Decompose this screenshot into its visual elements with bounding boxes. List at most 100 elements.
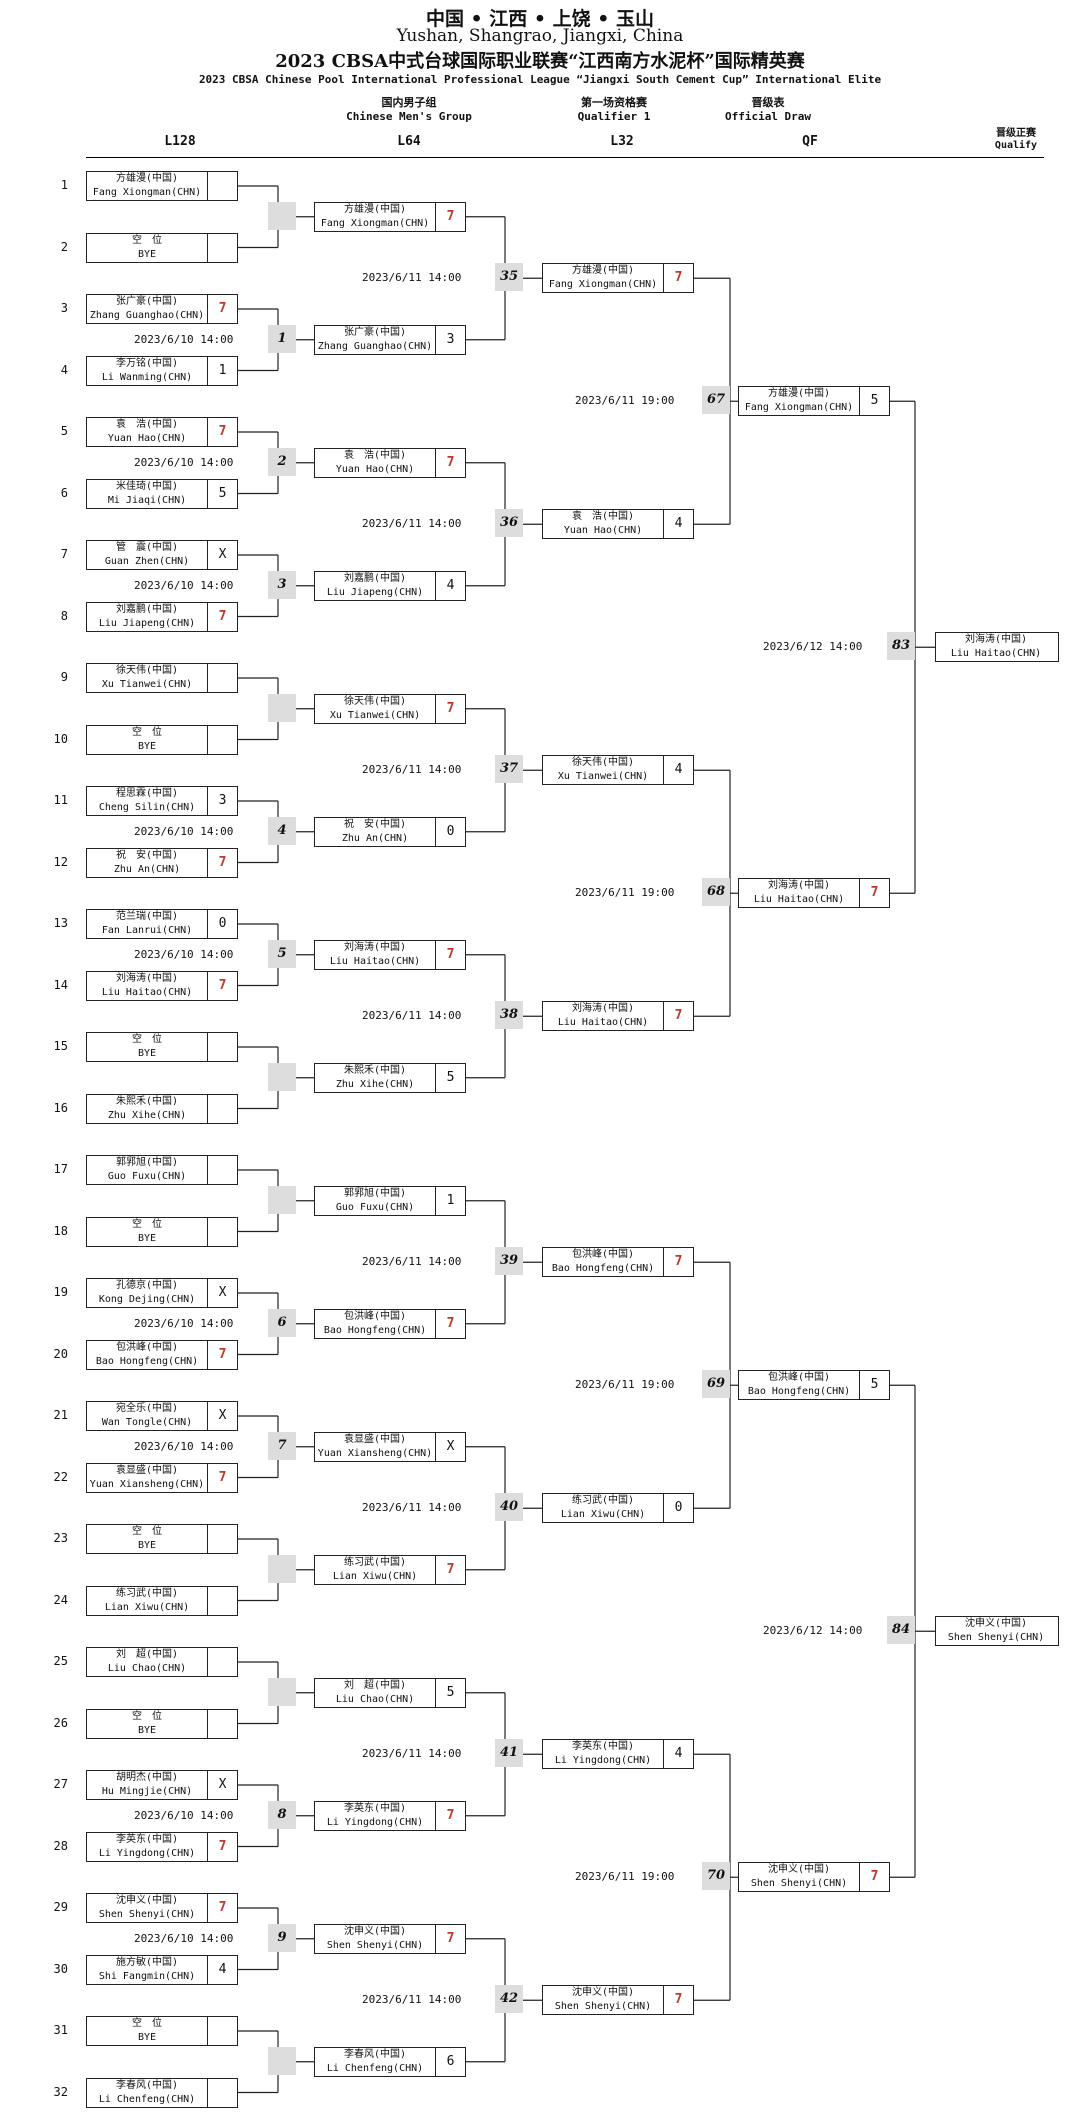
player-box[interactable]: 沈申义(中国)Shen Shenyi(CHN)7 — [314, 1923, 466, 1954]
player-box[interactable]: 祝 安(中国)Zhu An(CHN)0 — [314, 816, 466, 847]
player-name-cn: 方雄漫(中国) — [767, 388, 831, 400]
player-name-cn: 练习武(中国) — [571, 1495, 635, 1507]
player-box[interactable]: 郭郛旭(中国)Guo Fuxu(CHN) — [86, 1155, 238, 1185]
player-box[interactable]: 方雄漫(中国)Fang Xiongman(CHN) — [86, 171, 238, 201]
player-box[interactable]: 刘海涛(中国)Liu Haitao(CHN) — [935, 632, 1059, 663]
match-time: 2023/6/10 14:00 — [134, 947, 234, 961]
player-box[interactable]: 张广豪(中国)Zhang Guanghao(CHN) 3 — [314, 324, 466, 355]
player-box[interactable]: 孔德京(中国)Kong Dejing(CHN)X — [86, 1278, 238, 1308]
player-box[interactable]: 宛全乐(中国)Wan Tongle(CHN)X — [86, 1401, 238, 1431]
player-box[interactable]: 徐天伟(中国)Xu Tianwei(CHN)7 — [314, 693, 466, 724]
player-box[interactable]: 刘 超(中国)Liu Chao(CHN) — [86, 1647, 238, 1677]
player-score: 3 — [446, 331, 455, 347]
player-box[interactable]: 朱熙禾(中国)Zhu Xihe(CHN) — [86, 1093, 238, 1124]
player-box[interactable]: 李春风(中国)Li Chenfeng(CHN) — [86, 2077, 238, 2108]
player-name-cn: 胡明杰(中国) — [115, 1772, 179, 1783]
player-box[interactable]: 方雄漫(中国)Fang Xiongman(CHN)5 — [738, 386, 890, 417]
player-box[interactable]: 包洪峰(中国)Bao Hongfeng(CHN)7 — [542, 1247, 694, 1278]
player-box[interactable]: 程思霖(中国)Cheng Silin(CHN)3 — [86, 786, 238, 816]
player-box[interactable]: 郭郛旭(中国)Guo Fuxu(CHN) 1 — [314, 1185, 466, 1216]
player-box[interactable]: 刘海涛(中国)Liu Haitao(CHN)7 — [314, 939, 466, 970]
player-box[interactable]: 包洪峰(中国)Bao Hongfeng(CHN)7 — [314, 1308, 466, 1339]
player-box[interactable]: 沈申义(中国)Shen Shenyi(CHN)7 — [86, 1893, 238, 1923]
player-box[interactable]: 刘嘉鹏(中国)Liu Jiapeng(CHN)7 — [86, 601, 238, 632]
player-name: 刘嘉鹏(中国)Liu Jiapeng(CHN) — [87, 602, 208, 631]
match-number: 36 — [495, 509, 523, 538]
player-box[interactable]: 朱熙禾(中国)Zhu Xihe(CHN)5 — [314, 1062, 466, 1093]
player-box[interactable]: 包洪峰(中国)Bao Hongfeng(CHN)7 — [86, 1339, 238, 1370]
player-name-en: Yuan Hao(CHN) — [107, 433, 187, 444]
player-box[interactable]: 沈申义(中国)Shen Shenyi(CHN)7 — [542, 1985, 694, 2016]
player-name-en: Li Chenfeng(CHN) — [326, 2062, 424, 2074]
player-name: 郭郛旭(中国)Guo Fuxu(CHN) — [315, 1186, 436, 1215]
player-box[interactable]: 袁显盛(中国)Yuan Xiansheng(CHN)X — [314, 1431, 466, 1462]
player-box[interactable]: 袁 浩(中国)Yuan Hao(CHN)7 — [314, 447, 466, 478]
match-time: 2023/6/10 14:00 — [134, 455, 234, 469]
player-box[interactable]: 刘嘉鹏(中国)Liu Jiapeng(CHN)4 — [314, 570, 466, 601]
player-score: 7 — [218, 854, 227, 870]
player-box[interactable]: 练习武(中国)Lian Xiwu(CHN)0 — [542, 1493, 694, 1524]
player-box[interactable]: 刘海涛(中国)Liu Haitao(CHN)7 — [738, 878, 890, 909]
match-time: 2023/6/10 14:00 — [134, 1316, 234, 1330]
player-name-cn: 李英东(中国) — [115, 1833, 179, 1845]
match-time: 2023/6/11 19:00 — [575, 394, 675, 408]
player-box[interactable]: 练习武(中国)Lian Xiwu(CHN) — [86, 1585, 238, 1616]
player-box[interactable]: 方雄漫(中国)Fang Xiongman(CHN)7 — [542, 263, 694, 294]
player-name-cn: 沈申义(中国) — [115, 1895, 179, 1906]
player-box[interactable]: 刘海涛(中国)Liu Haitao(CHN)7 — [86, 970, 238, 1001]
player-box[interactable]: 沈申义(中国)Shen Shenyi(CHN)7 — [738, 1862, 890, 1893]
player-box[interactable]: 方雄漫(中国)Fang Xiongman(CHN)7 — [314, 201, 466, 232]
player-name: 刘海涛(中国)Liu Haitao(CHN) — [739, 879, 860, 908]
player-box[interactable]: 袁 浩(中国)Yuan Hao(CHN)7 — [86, 417, 238, 447]
player-box[interactable]: 刘 超(中国)Liu Chao(CHN)5 — [314, 1677, 466, 1708]
player-box[interactable]: 徐天伟(中国)Xu Tianwei(CHN) — [86, 663, 238, 693]
player-name: 孔德京(中国)Kong Dejing(CHN) — [87, 1279, 208, 1307]
player-box[interactable]: 李英东(中国)Li Yingdong(CHN)4 — [542, 1739, 694, 1770]
player-name: 沈申义(中国)Shen Shenyi(CHN) — [543, 1986, 664, 2015]
player-box[interactable]: 李春风(中国)Li Chenfeng(CHN)6 — [314, 2046, 466, 2077]
player-box[interactable]: 管 震(中国)Guan Zhen(CHN)X — [86, 540, 238, 570]
player-name: 李英东(中国)Li Yingdong(CHN) — [543, 1740, 664, 1769]
player-box[interactable]: 刘海涛(中国)Liu Haitao(CHN)7 — [542, 1001, 694, 1032]
player-score: 7 — [218, 424, 227, 439]
player-name: 张广豪(中国)Zhang Guanghao(CHN) — [315, 325, 436, 354]
player-box[interactable]: 徐天伟(中国)Xu Tianwei(CHN)4 — [542, 755, 694, 786]
player-box[interactable]: 米佳琦(中国)Mi Jiaqi(CHN)5 — [86, 478, 238, 509]
player-box[interactable]: 施方敏(中国)Shi Fangmin(CHN)4 — [86, 1954, 238, 1985]
row-number: 9 — [60, 670, 68, 684]
player-name-en: Liu Haitao(CHN) — [950, 648, 1042, 660]
player-box[interactable]: 张广豪(中国)Zhang Guanghao(CHN)7 — [86, 294, 238, 324]
player-box[interactable]: 李英东(中国)Li Yingdong(CHN)7 — [314, 1800, 466, 1831]
stage-cn: 第一场资格赛 — [580, 96, 647, 109]
player-box[interactable]: 李英东(中国)Li Yingdong(CHN)7 — [86, 1831, 238, 1862]
player-box[interactable]: 袁 浩(中国)Yuan Hao(CHN)4 — [542, 509, 694, 540]
match-number: 70 — [702, 1862, 730, 1891]
row-number: 4 — [60, 362, 68, 377]
player-box[interactable]: 范兰瑞(中国)Fan Lanrui(CHN)0 — [86, 909, 238, 939]
player-box[interactable]: 包洪峰(中国)Bao Hongfeng(CHN)5 — [738, 1370, 890, 1401]
row-number: 14 — [53, 977, 68, 992]
player-score: 7 — [446, 946, 455, 962]
player-box[interactable]: 袁显盛(中国)Yuan Xiansheng(CHN)7 — [86, 1462, 238, 1493]
player-name: 袁 浩(中国)Yuan Hao(CHN) — [315, 448, 436, 477]
player-name-en: Fang Xiongman(CHN) — [320, 217, 430, 229]
player-score: 1 — [446, 1192, 455, 1208]
player-name-cn: 孔德京(中国) — [115, 1280, 179, 1291]
player-box[interactable]: 祝 安(中国)Zhu An(CHN)7 — [86, 847, 238, 878]
player-box[interactable]: 胡明杰(中国)Hu Mingjie(CHN)X — [86, 1770, 238, 1800]
player-box[interactable]: 沈申义(中国)Shen Shenyi(CHN) — [935, 1616, 1059, 1647]
player-box[interactable]: 李万铭(中国)Li Wanming(CHN)1 — [86, 355, 238, 386]
player-name-cn: 徐天伟(中国) — [343, 695, 407, 707]
player-score: 7 — [674, 270, 683, 286]
player-score — [208, 1587, 237, 1615]
player-box[interactable]: 练习武(中国)Lian Xiwu(CHN)7 — [314, 1554, 466, 1585]
title-en: 2023 CBSA Chinese Pool International Pro… — [198, 73, 882, 86]
player-name-cn: 刘海涛(中国) — [571, 1003, 635, 1015]
